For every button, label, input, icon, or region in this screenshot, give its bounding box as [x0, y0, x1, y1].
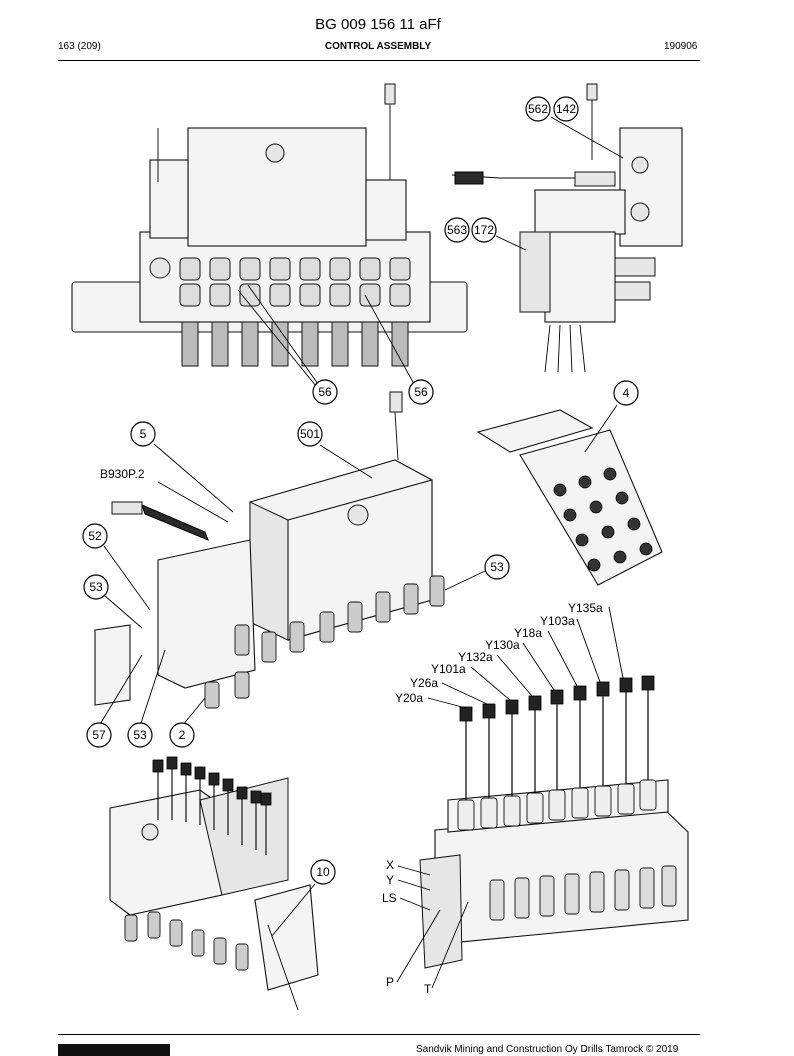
- svg-text:2: 2: [179, 728, 186, 742]
- valve-coils-assembly: [396, 606, 689, 989]
- label-port-ls: LS: [382, 891, 397, 905]
- label-port-t: T: [424, 982, 432, 996]
- callout-5: 5: [130, 421, 156, 447]
- label-y18a: Y18a: [514, 626, 542, 640]
- callout-4: 4: [613, 380, 639, 406]
- svg-text:56: 56: [318, 385, 332, 399]
- label-y103a: Y103a: [540, 614, 575, 628]
- callout-142: 142: [553, 96, 579, 122]
- front-view-assembly: [71, 83, 468, 387]
- footer-copyright: Sandvik Mining and Construction Oy Drill…: [416, 1044, 679, 1055]
- callout-501: 501: [297, 421, 323, 447]
- svg-text:172: 172: [474, 223, 494, 237]
- bracket-detail: [476, 404, 663, 586]
- label-y101a: Y101a: [431, 662, 466, 676]
- label-port-x: X: [386, 858, 394, 872]
- label-y132a: Y132a: [458, 650, 493, 664]
- label-y20a: Y20a: [395, 691, 423, 705]
- svg-text:57: 57: [92, 728, 106, 742]
- callout-563: 563: [444, 217, 470, 243]
- callout-53-bottom: 53: [127, 722, 153, 748]
- callout-562: 562: [525, 96, 551, 122]
- callout-172: 172: [471, 217, 497, 243]
- callout-56-right: 56: [408, 379, 434, 405]
- revision-date: 190906: [664, 41, 698, 52]
- label-port-y: Y: [386, 873, 394, 887]
- callout-10: 10: [310, 859, 336, 885]
- callout-53-left: 53: [83, 574, 109, 600]
- svg-text:53: 53: [133, 728, 147, 742]
- document-id: BG 009 156 11 aFf: [315, 16, 441, 33]
- label-y26a: Y26a: [410, 676, 438, 690]
- label-b930p2: B930P.2: [100, 467, 145, 481]
- svg-text:563: 563: [447, 223, 467, 237]
- svg-text:562: 562: [528, 102, 548, 116]
- svg-text:52: 52: [88, 529, 102, 543]
- callout-57: 57: [86, 722, 112, 748]
- label-y130a: Y130a: [485, 638, 520, 652]
- callout-53-right: 53: [484, 554, 510, 580]
- svg-text:53: 53: [89, 580, 103, 594]
- svg-text:4: 4: [623, 386, 630, 400]
- label-port-p: P: [386, 975, 394, 989]
- label-y135a: Y135a: [568, 601, 603, 615]
- callout-52: 52: [82, 523, 108, 549]
- footer-rule: [58, 1034, 700, 1035]
- sandvik-logo: [58, 1044, 170, 1056]
- svg-text:53: 53: [490, 560, 504, 574]
- callout-2: 2: [169, 722, 195, 748]
- rear-isometric-assembly: [109, 756, 319, 1011]
- svg-text:10: 10: [316, 865, 330, 879]
- svg-text:5: 5: [140, 427, 147, 441]
- callout-56-left: 56: [312, 379, 338, 405]
- svg-text:56: 56: [414, 385, 428, 399]
- page-number: 163 (209): [58, 41, 101, 52]
- header-rule: [58, 60, 700, 61]
- side-view-assembly: [451, 83, 683, 373]
- section-title: CONTROL ASSEMBLY: [324, 41, 432, 52]
- svg-text:501: 501: [300, 427, 320, 441]
- svg-text:142: 142: [556, 102, 576, 116]
- isometric-assembly: [94, 391, 486, 727]
